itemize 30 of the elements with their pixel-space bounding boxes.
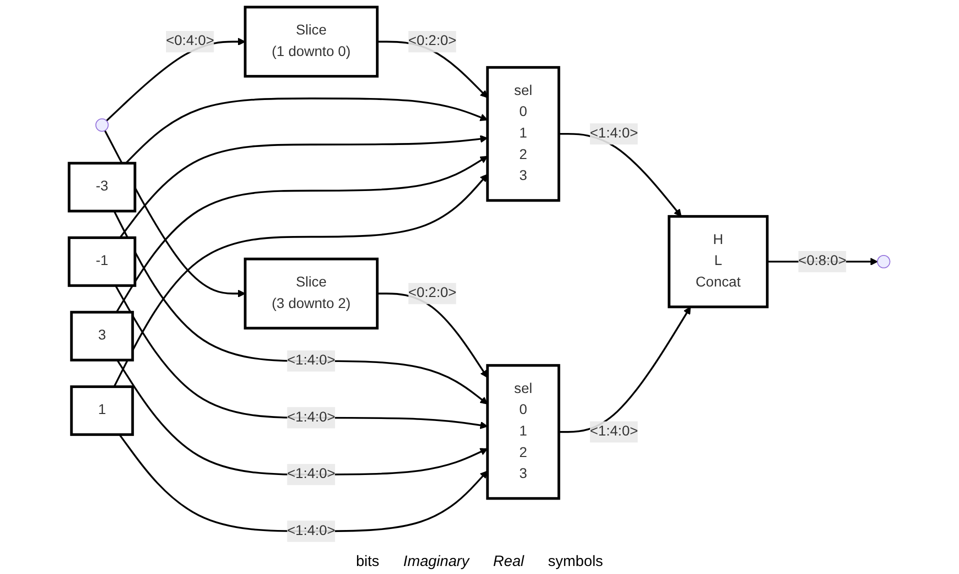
node-box — [486, 66, 560, 202]
edge-label: <1:4:0> — [287, 352, 336, 368]
edge-label: <1:4:0> — [287, 523, 336, 538]
arrow — [119, 135, 488, 238]
arrow — [118, 434, 488, 532]
signal-name: bits — [356, 553, 380, 570]
edge-label: <0:8:0> — [798, 254, 846, 269]
arrow — [558, 306, 691, 433]
edge-label: <0:2:0> — [408, 34, 456, 49]
node-box — [668, 215, 769, 308]
edge-label: <1:4:0> — [590, 126, 638, 142]
edge-label: <1:4:0> — [590, 424, 638, 440]
arrow — [125, 98, 488, 164]
edge-label: <0:4:0> — [166, 34, 214, 49]
arrow — [116, 156, 488, 313]
node-box — [244, 6, 379, 78]
node-box — [70, 310, 134, 362]
signal-name: Real — [493, 553, 524, 570]
signal-name: Imaginary — [403, 553, 470, 570]
node-box — [68, 162, 136, 212]
node-box — [70, 385, 134, 436]
edge-label: <1:4:0> — [287, 410, 336, 425]
edge-label: <0:2:0> — [408, 286, 456, 301]
node-box — [486, 364, 560, 500]
arrow — [116, 360, 488, 476]
node-box — [244, 258, 379, 330]
signal-name: symbols — [548, 553, 604, 570]
edge-label: <1:4:0> — [287, 466, 336, 482]
node-box — [68, 236, 136, 287]
block-diagram: <0:4:0> <0:2:0> <0:2:0> <1:4:0> <1:4:0> <1:4:0> <1:4:0> <1:4:0> <1:4:0> <0:8:0> Slice (1 downto 0) sel 0 1 2 3 -3 -1 3 1 sel 0 1 2 3 Slice (3 downto 2) H L Concat — [0, 0, 959, 549]
